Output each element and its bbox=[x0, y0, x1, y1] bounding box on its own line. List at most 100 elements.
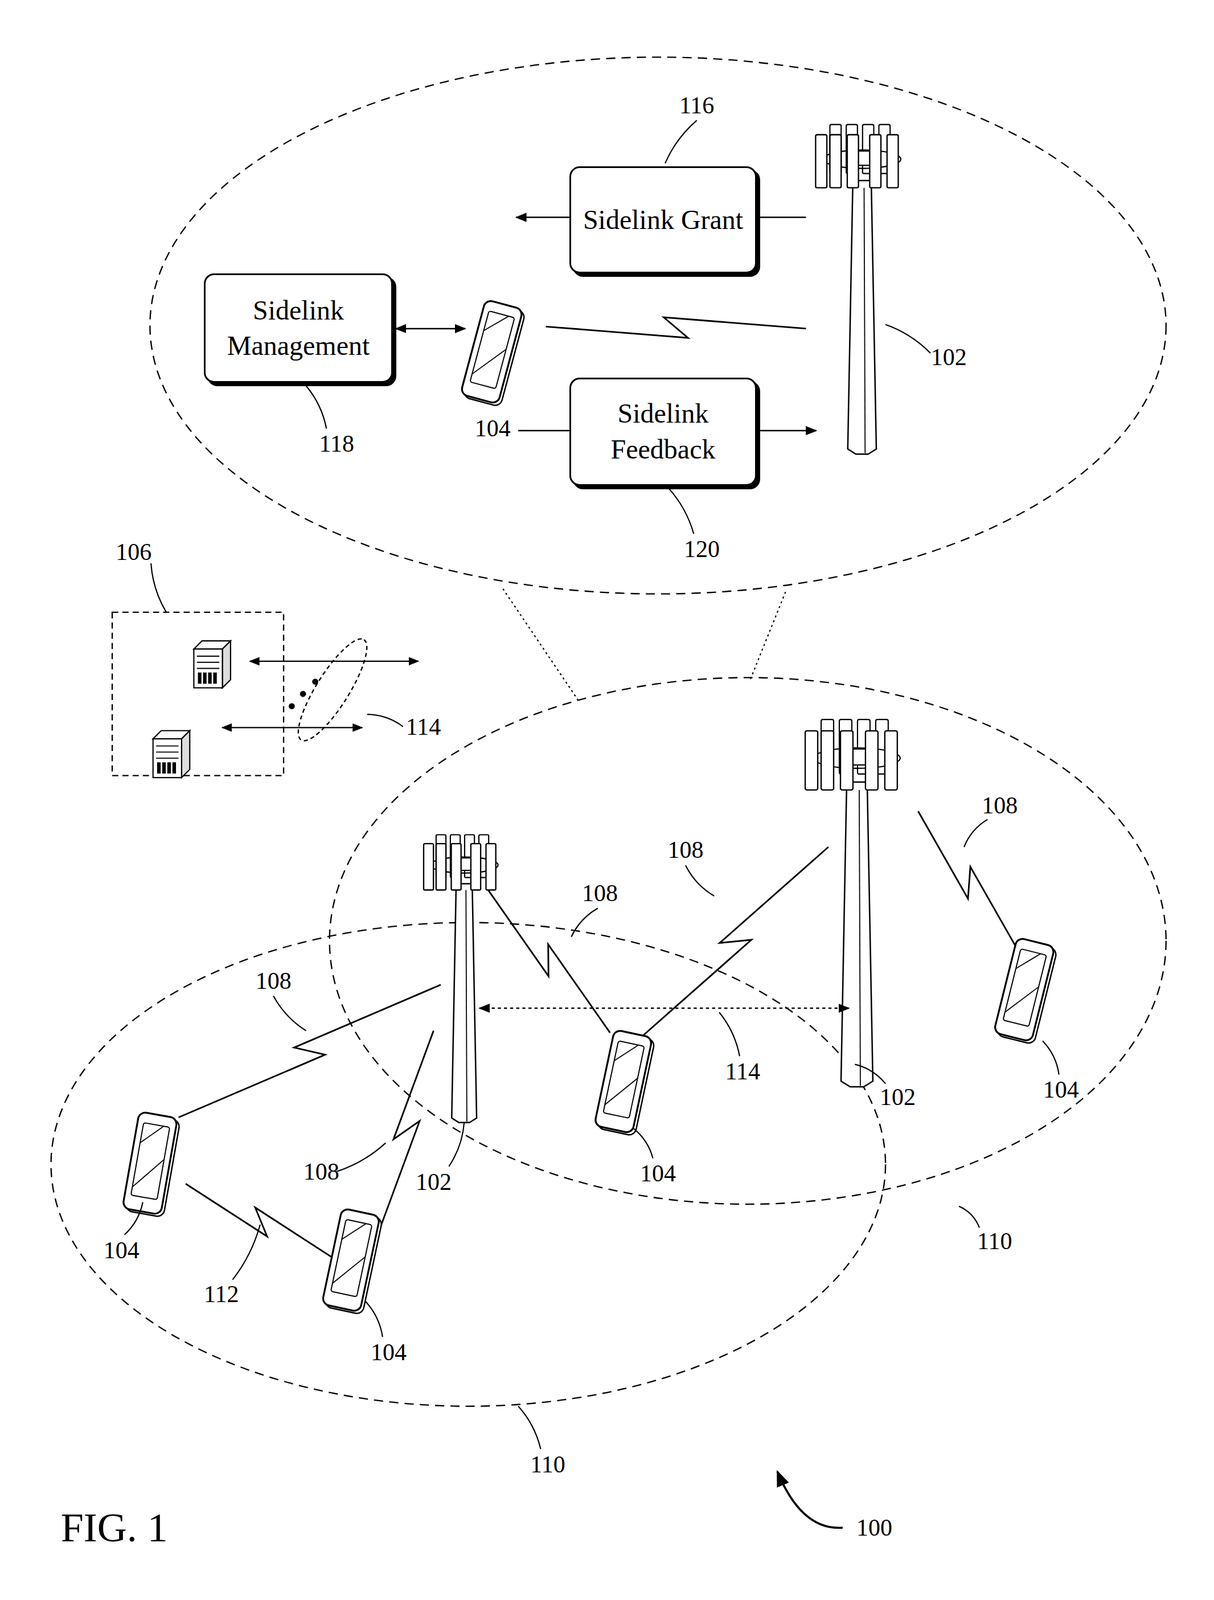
server-slot bbox=[207, 672, 212, 684]
callout-number: 108 bbox=[981, 791, 1018, 819]
process-box: Sidelink Feedback bbox=[569, 377, 758, 486]
callout-number: 120 bbox=[683, 535, 720, 563]
user-equipment bbox=[593, 1029, 656, 1136]
leader-line bbox=[632, 1127, 654, 1159]
antenna-panel bbox=[829, 134, 842, 188]
leader-line bbox=[448, 1122, 465, 1167]
zoom-line bbox=[502, 588, 580, 703]
callout-number: 104 bbox=[370, 1338, 407, 1366]
wireless-link bbox=[185, 1183, 337, 1260]
callout-number: 114 bbox=[405, 712, 441, 741]
leader-line bbox=[964, 819, 988, 847]
wireless-link bbox=[379, 1030, 434, 1230]
callout-number: 108 bbox=[581, 879, 618, 907]
core-network-box bbox=[112, 612, 284, 776]
antenna-panel bbox=[485, 843, 496, 890]
screen-glare bbox=[472, 310, 515, 381]
antenna-panel bbox=[805, 730, 818, 790]
callout-number: 102 bbox=[879, 1083, 916, 1111]
callout-number: 112 bbox=[203, 1280, 239, 1308]
antenna-panel bbox=[887, 134, 899, 188]
phone-screen bbox=[330, 1219, 372, 1297]
antenna-panel bbox=[840, 730, 853, 790]
server-side bbox=[222, 640, 231, 688]
leader-line bbox=[719, 1011, 740, 1056]
leader-line bbox=[885, 324, 931, 354]
server-bays bbox=[156, 745, 179, 758]
callout-number: 102 bbox=[930, 343, 967, 371]
callout-number: 116 bbox=[679, 91, 715, 120]
antenna-panel bbox=[470, 843, 481, 890]
callout-number: 108 bbox=[255, 966, 292, 995]
grant-line bbox=[756, 216, 806, 219]
ellipsis-dot bbox=[312, 678, 319, 685]
leader-line bbox=[571, 908, 598, 937]
user-equipment bbox=[321, 1207, 383, 1315]
user-equipment bbox=[121, 1111, 181, 1218]
leader-line bbox=[667, 487, 694, 534]
leader-line bbox=[336, 1142, 386, 1172]
phone-screen bbox=[469, 310, 515, 389]
leader-line bbox=[854, 1064, 886, 1084]
leader-line bbox=[150, 563, 167, 613]
leader-line bbox=[958, 1206, 980, 1228]
server-front bbox=[193, 648, 223, 688]
figure-caption: FIG. 1 bbox=[60, 1503, 168, 1552]
phone-body bbox=[993, 937, 1056, 1042]
user-equipment bbox=[993, 937, 1058, 1045]
tower-pole-edge bbox=[859, 789, 861, 1086]
backhaul-arrow bbox=[479, 1007, 850, 1010]
phone-body bbox=[321, 1207, 380, 1312]
phone-body bbox=[460, 299, 523, 405]
phone-screen bbox=[603, 1040, 645, 1118]
screen-glare bbox=[1005, 948, 1047, 1019]
antenna-panel bbox=[847, 134, 859, 188]
box-text: Sidelink Feedback bbox=[583, 395, 744, 467]
leader-line bbox=[367, 714, 404, 727]
tower-pole bbox=[841, 781, 873, 1087]
phone-body bbox=[122, 1111, 178, 1215]
antenna-panel bbox=[884, 730, 898, 790]
phone-screen bbox=[130, 1122, 170, 1200]
wireless-link bbox=[917, 810, 1020, 954]
server-side bbox=[181, 730, 190, 778]
leader-line bbox=[1042, 1040, 1060, 1074]
ellipsis-dot bbox=[300, 690, 307, 697]
tower-pole bbox=[847, 180, 877, 454]
callout-number: 106 bbox=[115, 538, 152, 566]
process-box: Sidelink Management bbox=[203, 273, 393, 383]
antenna-panel bbox=[450, 843, 461, 890]
callout-number: 118 bbox=[318, 429, 354, 458]
callout-number: 104 bbox=[1043, 1075, 1080, 1103]
callout-number: 104 bbox=[640, 1159, 676, 1187]
tower-pole-edge bbox=[465, 890, 467, 1122]
grant-arrow bbox=[516, 216, 570, 219]
wireless-link bbox=[546, 317, 807, 338]
leader-line bbox=[305, 385, 327, 429]
server-slot bbox=[203, 672, 207, 684]
antenna-panel bbox=[869, 134, 881, 188]
process-box: Sidelink Grant bbox=[569, 166, 758, 274]
core-server bbox=[153, 730, 190, 778]
zoom-line bbox=[749, 591, 786, 681]
tower-pole-edge bbox=[863, 187, 865, 454]
leader-line bbox=[364, 1300, 383, 1337]
callout-number: 104 bbox=[474, 414, 511, 442]
wireless-link bbox=[486, 887, 611, 1033]
server-bays bbox=[197, 655, 220, 668]
callout-number: 102 bbox=[415, 1167, 452, 1196]
callout-number: 108 bbox=[303, 1157, 340, 1185]
ellipsis-dot bbox=[288, 702, 295, 709]
server-front bbox=[153, 738, 182, 778]
coverage-cell bbox=[329, 677, 1167, 1204]
link-group-ellipse bbox=[287, 630, 379, 749]
leader-line bbox=[273, 995, 306, 1031]
callout-number: 110 bbox=[977, 1227, 1012, 1255]
antenna-panel bbox=[423, 843, 434, 890]
server-slot bbox=[212, 672, 217, 684]
server-slot bbox=[157, 761, 161, 774]
illustration bbox=[51, 56, 1167, 1528]
cell-tower bbox=[815, 124, 901, 455]
tower-pole bbox=[451, 883, 477, 1123]
